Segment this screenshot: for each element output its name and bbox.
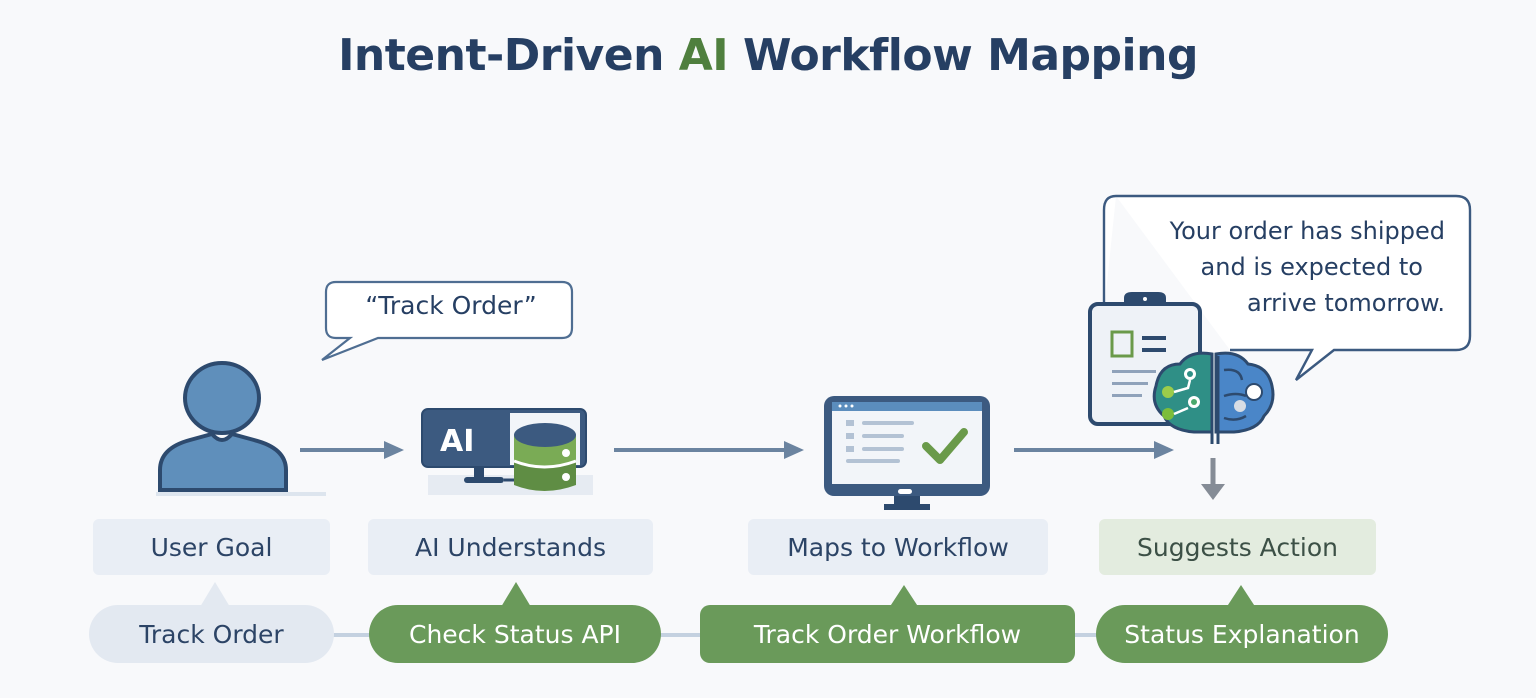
detail-pill-check-status-api: Check Status API <box>369 605 661 663</box>
ai-response-text: Your order has shipped and is expected t… <box>1120 213 1445 321</box>
title-suffix: Workflow Mapping <box>728 30 1198 81</box>
title-prefix: Intent-Driven <box>338 30 679 81</box>
database-icon <box>513 423 577 491</box>
detail-pill-status-explanation: Status Explanation <box>1096 605 1388 663</box>
connector-3 <box>1070 633 1102 637</box>
ai-response-line-2: and is expected to <box>1200 253 1423 281</box>
user-icon <box>156 361 326 496</box>
ai-brain-icon <box>1152 351 1275 444</box>
pointer-suggests-action <box>1226 585 1256 608</box>
pointer-maps-to-workflow <box>889 585 919 608</box>
step-label-ai-understands: AI Understands <box>368 519 653 575</box>
checkmark-icon <box>922 428 968 464</box>
step-label-suggests-action: Suggests Action <box>1099 519 1376 575</box>
diagram-title: Intent-Driven AI Workflow Mapping <box>0 30 1536 81</box>
step-label-user-goal: User Goal <box>93 519 330 575</box>
title-accent: AI <box>678 30 729 81</box>
down-arrow <box>1201 458 1225 500</box>
detail-pill-track-order-workflow: Track Order Workflow <box>700 605 1075 663</box>
detail-pill-track-order: Track Order <box>89 605 334 663</box>
workflow-monitor-icon <box>824 396 990 510</box>
flow-arrow-2 <box>614 441 804 459</box>
flow-arrow-1 <box>300 441 404 459</box>
ai-monitor-icon: AI <box>421 408 593 495</box>
step-label-maps-to-workflow: Maps to Workflow <box>748 519 1048 575</box>
flow-arrow-3 <box>1014 441 1174 459</box>
connector-1 <box>330 633 375 637</box>
ai-response-bubble <box>1102 194 1472 381</box>
user-speech-text: “Track Order” <box>365 291 537 320</box>
ai-monitor-label: AI <box>440 424 474 459</box>
ai-response-line-1: Your order has shipped <box>1169 217 1445 245</box>
pointer-user-goal <box>200 582 230 607</box>
ai-response-line-3: arrive tomorrow. <box>1247 289 1445 317</box>
user-speech-bubble <box>321 280 574 362</box>
connector-2 <box>658 633 704 637</box>
pointer-ai-understands <box>501 582 531 607</box>
